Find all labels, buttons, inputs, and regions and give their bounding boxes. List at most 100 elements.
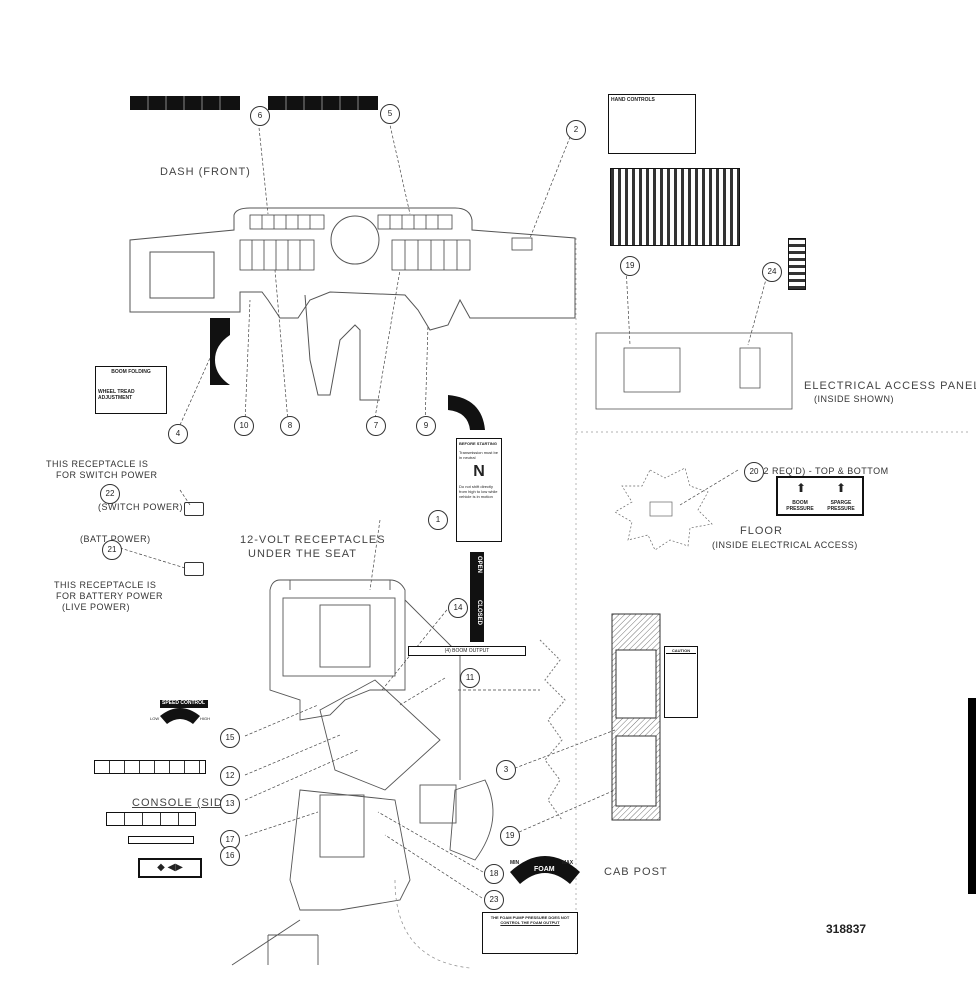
foam-label: FOAM [534, 866, 555, 873]
console-switch-strip [94, 760, 206, 774]
label-dash-front: DASH (FRONT) [160, 166, 251, 178]
label-batt-power-tag: (BATT POWER) [80, 534, 151, 544]
boom-folding-title: BOOM FOLDING [111, 369, 151, 375]
foam-min-label: MIN [510, 860, 520, 866]
label-batt-power-1: THIS RECEPTACLE IS [54, 580, 157, 590]
callout-6: 6 [250, 106, 270, 126]
caution-decal: CAUTION [664, 646, 698, 718]
top-decal-strip-right [268, 96, 378, 110]
foam-max-label: MAX [562, 860, 574, 866]
edge-tab-mark [968, 698, 976, 894]
label-switch-power-1: THIS RECEPTACLE IS [46, 459, 149, 469]
caution-title: CAUTION [666, 648, 696, 654]
label-switch-power-2: FOR SWITCH POWER [56, 470, 158, 480]
foam-warning-decal: THE FOAM PUMP PRESSURE DOES NOT CONTROL … [482, 912, 578, 954]
foam-warning-line-2: CONTROL THE FOAM OUTPUT [500, 920, 560, 925]
open-label: OPEN [476, 556, 482, 574]
before-starting-decal: BEFORE STARTING Transmission must be in … [456, 438, 502, 542]
label-inside-electrical: (INSIDE ELECTRICAL ACCESS) [712, 540, 858, 550]
leader-lines [119, 115, 769, 899]
label-receptacles-1: 12-VOLT RECEPTACLES [240, 534, 386, 546]
callout-4: 4 [168, 424, 188, 444]
label-receptacles-2: UNDER THE SEAT [248, 548, 357, 560]
receptacle-switch [184, 502, 204, 516]
transmission-text: Transmission must be in neutral [459, 450, 498, 460]
label-cab-post: CAB POST [604, 866, 668, 878]
callout-22: 22 [100, 484, 120, 504]
dash-outline [129, 207, 576, 401]
speed-control-title: SPEED CONTROL [162, 700, 206, 706]
label-inside-shown: (INSIDE SHOWN) [814, 394, 894, 404]
callout-1: 1 [428, 510, 448, 530]
fuse-panel-decal [610, 168, 740, 246]
callout-16: 16 [220, 846, 240, 866]
speed-control-decal [160, 700, 208, 724]
neutral-letter: N [473, 463, 485, 480]
closed-label: CLOSED [476, 600, 482, 626]
callout-19: 19 [620, 256, 640, 276]
callout-12: 12 [220, 766, 240, 786]
relay-decal [788, 238, 806, 290]
boom-output-decal: (4) BOOM OUTPUT [408, 646, 526, 656]
sparge-pressure-label: SPARGE PRESSURE [827, 500, 855, 512]
up-arrow-icon: ⬆ [796, 481, 807, 495]
dash-switch-panel-right [377, 214, 533, 271]
callout-14: 14 [448, 598, 468, 618]
receptacle-battery [184, 562, 204, 576]
label-batt-power-2: FOR BATTERY POWER [56, 591, 164, 601]
callout-15: 15 [220, 728, 240, 748]
label-top-bottom: (2 REQ'D) - TOP & BOTTOM [760, 466, 889, 476]
top-decal-strip-left [130, 96, 240, 110]
callout-10: 10 [234, 416, 254, 436]
label-console-side: CONSOLE (SIDE) [132, 797, 236, 809]
floor-outline [614, 467, 713, 551]
cab-post-window-2 [615, 735, 657, 807]
callout-2: 2 [566, 120, 586, 140]
dash-switch-panel-left [239, 214, 325, 271]
callout-18: 18 [484, 864, 504, 884]
callout-24: 24 [762, 262, 782, 282]
label-floor: FLOOR [740, 525, 783, 537]
console-small-strip [128, 836, 194, 844]
speed-high-label: HIGH [200, 716, 210, 721]
callout-9: 9 [416, 416, 436, 436]
boom-folding-decal: BOOM FOLDING WHEEL TREAD ADJUSTMENT [95, 366, 167, 414]
callout-20: 20 [744, 462, 764, 482]
label-electrical-panel: ELECTRICAL ACCESS PANEL [804, 380, 976, 392]
left-right-arrow-icon: ◆ ◀▶ [157, 862, 183, 873]
callout-11: 11 [460, 668, 480, 688]
hand-controls-title: HAND CONTROLS [611, 97, 655, 103]
callout-3: 3 [496, 760, 516, 780]
callout-23: 23 [484, 890, 504, 910]
dash-arc-decal [448, 395, 485, 430]
speed-low-label: LOW [150, 716, 160, 721]
foam-warning-line-1: THE FOAM PUMP PRESSURE DOES NOT [490, 915, 570, 920]
wheel-tread-title: WHEEL TREAD ADJUSTMENT [98, 389, 135, 401]
before-starting-title: BEFORE STARTING [459, 441, 497, 446]
callout-19b: 19 [500, 826, 520, 846]
callout-7: 7 [366, 416, 386, 436]
label-switch-power-tag: (SWITCH POWER) [98, 502, 183, 512]
callout-21: 21 [102, 540, 122, 560]
dash-left-panel [149, 251, 215, 299]
callout-13: 13 [220, 794, 240, 814]
cab-post-window-1 [615, 649, 657, 719]
cab-post-jag [539, 639, 566, 821]
boom-output-label: (4) BOOM OUTPUT [444, 648, 490, 654]
boom-pressure-label: BOOM PRESSURE [786, 500, 814, 512]
open-closed-decal [470, 552, 484, 642]
up-arrow-icon: ⬆ [836, 481, 847, 495]
console-switch-strip-2 [106, 812, 196, 826]
floor-decal-spot [649, 501, 673, 517]
do-not-shift-text: Do not shift directly from high to low w… [459, 484, 498, 499]
electrical-access-panel [595, 332, 793, 410]
callout-8: 8 [280, 416, 300, 436]
label-batt-power-3: (LIVE POWER) [62, 602, 131, 612]
hand-controls-decal: HAND CONTROLS [608, 94, 696, 154]
part-number: 318837 [826, 922, 867, 936]
console-outline [231, 579, 494, 966]
console-arrow-decal: ◆ ◀▶ [138, 858, 202, 878]
pressure-decal: BOOM PRESSURE SPARGE PRESSURE ⬆ ⬆ [776, 476, 864, 516]
console-plenum [394, 879, 471, 969]
